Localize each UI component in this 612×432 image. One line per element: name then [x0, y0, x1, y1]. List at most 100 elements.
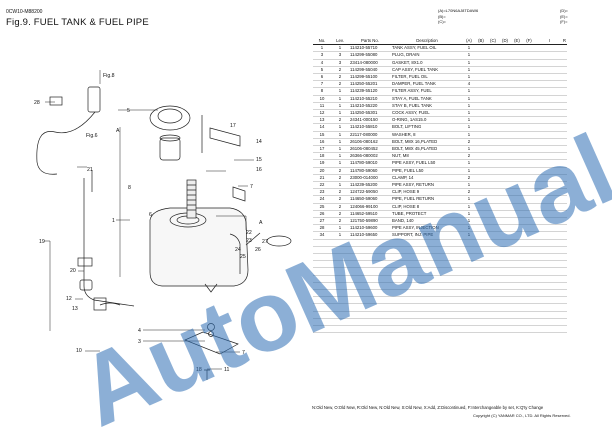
col-description: Description — [391, 38, 463, 46]
table-cell-a: 1 — [463, 159, 475, 168]
table-cell-lev: 2 — [331, 210, 349, 219]
table-cell-empty — [475, 267, 487, 276]
table-cell-f — [523, 131, 535, 139]
table-cell-lev: 1 — [331, 152, 349, 161]
table-cell-lev: 2 — [331, 116, 349, 125]
table-cell-empty — [463, 289, 475, 298]
table-cell-empty — [349, 311, 391, 319]
table-cell-i — [535, 123, 551, 132]
table-cell-empty — [511, 296, 523, 305]
table-cell-c — [487, 66, 499, 75]
table-cell-empty — [463, 246, 475, 255]
table-cell-empty — [523, 239, 535, 247]
table-cell-lev: 1 — [331, 87, 349, 96]
table-cell-f — [523, 145, 535, 154]
table-cell-no: 16 — [313, 138, 331, 147]
table-cell-empty — [313, 275, 331, 283]
table-cell-a: 1 — [463, 195, 475, 204]
table-cell-empty — [331, 246, 349, 255]
table-cell-e — [511, 159, 523, 168]
table-cell-desc: BAND, 140 — [391, 217, 463, 226]
table-cell-desc: BOLT, M8X 16,PLATED — [391, 138, 463, 147]
table-cell-empty — [331, 303, 349, 312]
table-cell-empty — [475, 260, 487, 269]
table-cell-i — [535, 181, 551, 190]
table-cell-empty — [475, 282, 487, 291]
table-cell-empty — [475, 318, 487, 326]
table-cell-empty — [523, 303, 535, 312]
table-cell-pn: 26106-080452 — [349, 145, 391, 154]
table-cell-d — [499, 145, 511, 154]
table-cell-empty — [511, 282, 523, 291]
table-cell-empty — [487, 282, 499, 291]
table-cell-e — [511, 188, 523, 197]
table-cell-empty — [391, 267, 463, 276]
table-cell-pn: 26366-080002 — [349, 152, 391, 161]
table-cell-empty — [475, 239, 487, 247]
table-cell-empty — [487, 239, 499, 247]
table-cell-b — [475, 102, 487, 111]
table-cell-e — [511, 138, 523, 147]
table-cell-no: 13 — [313, 116, 331, 125]
table-cell-empty — [391, 311, 463, 319]
table-cell-d — [499, 87, 511, 96]
table-cell-empty — [535, 289, 551, 298]
table-cell-empty — [551, 325, 567, 334]
table-cell-r — [551, 181, 567, 190]
col-no: No. — [313, 38, 331, 46]
table-cell-e — [511, 59, 523, 67]
table-cell-empty — [511, 239, 523, 247]
table-cell-empty — [535, 311, 551, 319]
table-cell-empty — [463, 296, 475, 305]
table-cell-b — [475, 109, 487, 118]
table-cell-lev: 3 — [331, 51, 349, 60]
table-cell-c — [487, 102, 499, 111]
fuel-pipes — [77, 170, 135, 311]
svg-text:17: 17 — [230, 123, 236, 129]
table-cell-lev: 1 — [331, 231, 349, 240]
table-cell-i — [535, 217, 551, 226]
svg-text:23: 23 — [246, 238, 252, 244]
table-cell-no: 27 — [313, 217, 331, 226]
table-cell-d — [499, 224, 511, 233]
col-f: (F) — [523, 38, 535, 46]
table-cell-empty — [331, 267, 349, 276]
table-cell-a: 1 — [463, 123, 475, 132]
table-cell-c — [487, 217, 499, 226]
table-cell-empty — [535, 267, 551, 276]
table-cell-b — [475, 224, 487, 233]
table-cell-a: 2 — [463, 152, 475, 161]
table-cell-c — [487, 116, 499, 125]
table-cell-lev: 1 — [331, 159, 349, 168]
table-cell-a: 1 — [463, 145, 475, 154]
table-cell-a: 1 — [463, 116, 475, 125]
table-cell-b — [475, 51, 487, 60]
table-cell-desc: TUBE, PROTECT — [391, 210, 463, 219]
table-cell-empty — [331, 260, 349, 269]
table-cell-i — [535, 80, 551, 89]
table-cell-r — [551, 95, 567, 103]
table-cell-empty — [511, 311, 523, 319]
svg-text:16: 16 — [256, 167, 262, 173]
table-cell-lev: 1 — [331, 109, 349, 118]
table-cell-a: 4 — [463, 80, 475, 89]
table-cell-d — [499, 138, 511, 147]
table-cell-r — [551, 224, 567, 233]
table-cell-pn: 114650-59060 — [349, 195, 391, 204]
table-cell-empty — [463, 325, 475, 334]
table-cell-b — [475, 152, 487, 161]
table-cell-empty — [551, 296, 567, 305]
table-row-empty — [313, 260, 567, 269]
table-cell-empty — [463, 303, 475, 312]
svg-text:A: A — [259, 220, 263, 226]
table-cell-empty — [551, 289, 567, 298]
table-cell-empty — [487, 275, 499, 283]
table-cell-empty — [535, 260, 551, 269]
table-cell-i — [535, 138, 551, 147]
table-cell-empty — [313, 282, 331, 291]
table-cell-empty — [391, 282, 463, 291]
table-cell-r — [551, 203, 567, 211]
